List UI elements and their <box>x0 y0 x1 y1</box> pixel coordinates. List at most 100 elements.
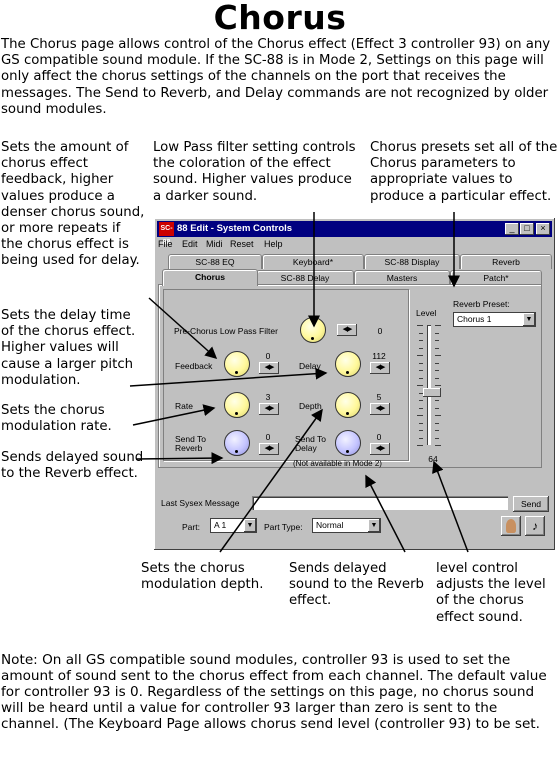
tab-keyboard[interactable]: Keyboard* <box>262 254 364 269</box>
tab-sc88-delay[interactable]: SC-88 Delay <box>256 270 354 285</box>
level-label: Level <box>416 308 437 318</box>
mode2-note: (Not available in Mode 2) <box>293 459 382 468</box>
tab-masters[interactable]: Masters <box>354 270 450 285</box>
level-tick <box>435 377 439 379</box>
lowpass-spinner[interactable]: ◀▶ <box>337 324 357 336</box>
part-select[interactable]: A 1 ▼ <box>210 518 257 533</box>
rate-value: 3 <box>265 392 271 402</box>
tab-patch[interactable]: Patch* <box>450 270 542 285</box>
tab-chorus[interactable]: Chorus <box>162 269 258 286</box>
part-type-select-value: Normal <box>316 520 344 530</box>
chevron-down-icon[interactable]: ▼ <box>244 519 256 532</box>
depth-knob[interactable] <box>335 392 361 418</box>
level-tick <box>417 415 423 416</box>
level-tick <box>419 437 423 439</box>
level-tick <box>435 400 439 401</box>
level-tick <box>419 377 423 379</box>
annotation-delay: Sets the delay time of the chorus effect… <box>1 308 136 388</box>
menu-help[interactable]: Help <box>264 239 283 249</box>
menu-reset[interactable]: Reset <box>230 239 254 249</box>
menu-file[interactable]: File <box>158 239 173 249</box>
chevron-down-icon[interactable]: ▼ <box>523 313 535 326</box>
level-tick <box>435 347 439 349</box>
intro-paragraph: The Chorus page allows control of the Ch… <box>1 37 551 117</box>
chevron-down-icon[interactable]: ▼ <box>368 519 380 532</box>
lowpass-value: 0 <box>377 326 383 336</box>
send-button[interactable]: Send <box>513 496 549 512</box>
level-tick <box>419 392 423 394</box>
part-type-select[interactable]: Normal ▼ <box>312 518 381 533</box>
feedback-spinner[interactable]: ◀▶ <box>259 362 279 374</box>
close-button[interactable]: × <box>536 223 550 235</box>
level-tick <box>417 355 423 356</box>
delay-value: 112 <box>372 351 386 361</box>
level-tick <box>419 422 423 424</box>
menu-edit[interactable]: Edit <box>182 239 198 249</box>
rate-spinner[interactable]: ◀▶ <box>259 403 279 415</box>
level-tick <box>419 370 423 371</box>
level-tick <box>419 407 423 409</box>
send-delay-spinner[interactable]: ◀▶ <box>370 443 390 455</box>
level-tick <box>417 325 423 326</box>
level-tick <box>435 445 441 446</box>
level-tick <box>435 362 439 364</box>
level-tick <box>435 437 439 439</box>
send-delay-value: 0 <box>376 432 382 442</box>
level-tick <box>419 340 423 341</box>
level-tick <box>435 370 439 371</box>
lowpass-knob[interactable] <box>300 317 326 343</box>
music-note-icon[interactable]: ♪ <box>525 516 545 536</box>
tab-sc88-display[interactable]: SC-88 Display <box>364 254 460 269</box>
level-tick <box>435 407 439 409</box>
annotation-presets: Chorus presets set all of the Chorus par… <box>370 140 558 204</box>
feedback-knob[interactable] <box>224 351 250 377</box>
level-tick <box>417 445 423 446</box>
annotation-send-reverb-2: Sends delayed sound to the Reverb effect… <box>289 561 424 609</box>
level-slider-thumb[interactable] <box>423 388 441 397</box>
feedback-value: 0 <box>265 351 271 361</box>
annotation-rate: Sets the chorus modulation rate. <box>1 403 112 435</box>
preset-select-value: Chorus 1 <box>457 314 492 324</box>
send-reverb-knob[interactable] <box>224 430 250 456</box>
level-tick <box>435 415 441 416</box>
send-reverb-spinner[interactable]: ◀▶ <box>259 443 279 455</box>
menu-midi[interactable]: Midi <box>206 239 223 249</box>
preset-label: Reverb Preset: <box>453 299 510 309</box>
send-reverb-label: Send To Reverb <box>175 434 207 453</box>
level-tick <box>435 340 439 341</box>
window-title: 88 Edit - System Controls <box>177 223 293 234</box>
system-controls-window: SC-88 88 Edit - System Controls _ □ × Fi… <box>154 218 555 550</box>
chorus-panel: Pre-Chorus Low Pass Filter ◀▶ 0 Feedback… <box>158 284 542 468</box>
tab-sc88-eq[interactable]: SC-88 EQ <box>168 254 262 269</box>
sysex-label: Last Sysex Message <box>161 498 240 508</box>
level-tick <box>435 422 439 424</box>
level-tick <box>435 430 439 431</box>
delay-spinner[interactable]: ◀▶ <box>370 362 390 374</box>
annotation-level: level control adjusts the level of the c… <box>436 561 546 625</box>
tab-reverb[interactable]: Reverb <box>460 254 552 269</box>
depth-spinner[interactable]: ◀▶ <box>370 403 390 415</box>
note-paragraph: Note: On all GS compatible sound modules… <box>1 652 547 732</box>
level-value: 64 <box>428 454 438 464</box>
depth-label: Depth <box>299 401 322 411</box>
send-reverb-value: 0 <box>265 432 271 442</box>
lowpass-label: Pre-Chorus Low Pass Filter <box>174 326 278 336</box>
level-tick <box>419 347 423 349</box>
annotation-feedback: Sets the amount of chorus effect feedbac… <box>1 140 145 269</box>
preset-select[interactable]: Chorus 1 ▼ <box>453 312 536 327</box>
part-label: Part: <box>182 522 200 532</box>
annotation-depth: Sets the chorus modulation depth. <box>141 561 264 593</box>
depth-value: 5 <box>376 392 382 402</box>
performer-icon[interactable] <box>501 516 521 536</box>
minimize-button[interactable]: _ <box>505 223 519 235</box>
level-tick <box>419 430 423 431</box>
title-bar[interactable]: SC-88 88 Edit - System Controls _ □ × <box>157 221 552 246</box>
send-delay-knob[interactable] <box>335 430 361 456</box>
maximize-button[interactable]: □ <box>520 223 534 235</box>
sysex-input[interactable] <box>252 496 508 510</box>
level-tick <box>419 362 423 364</box>
delay-knob[interactable] <box>335 351 361 377</box>
level-scale <box>414 325 448 450</box>
rate-label: Rate <box>175 401 193 411</box>
rate-knob[interactable] <box>224 392 250 418</box>
